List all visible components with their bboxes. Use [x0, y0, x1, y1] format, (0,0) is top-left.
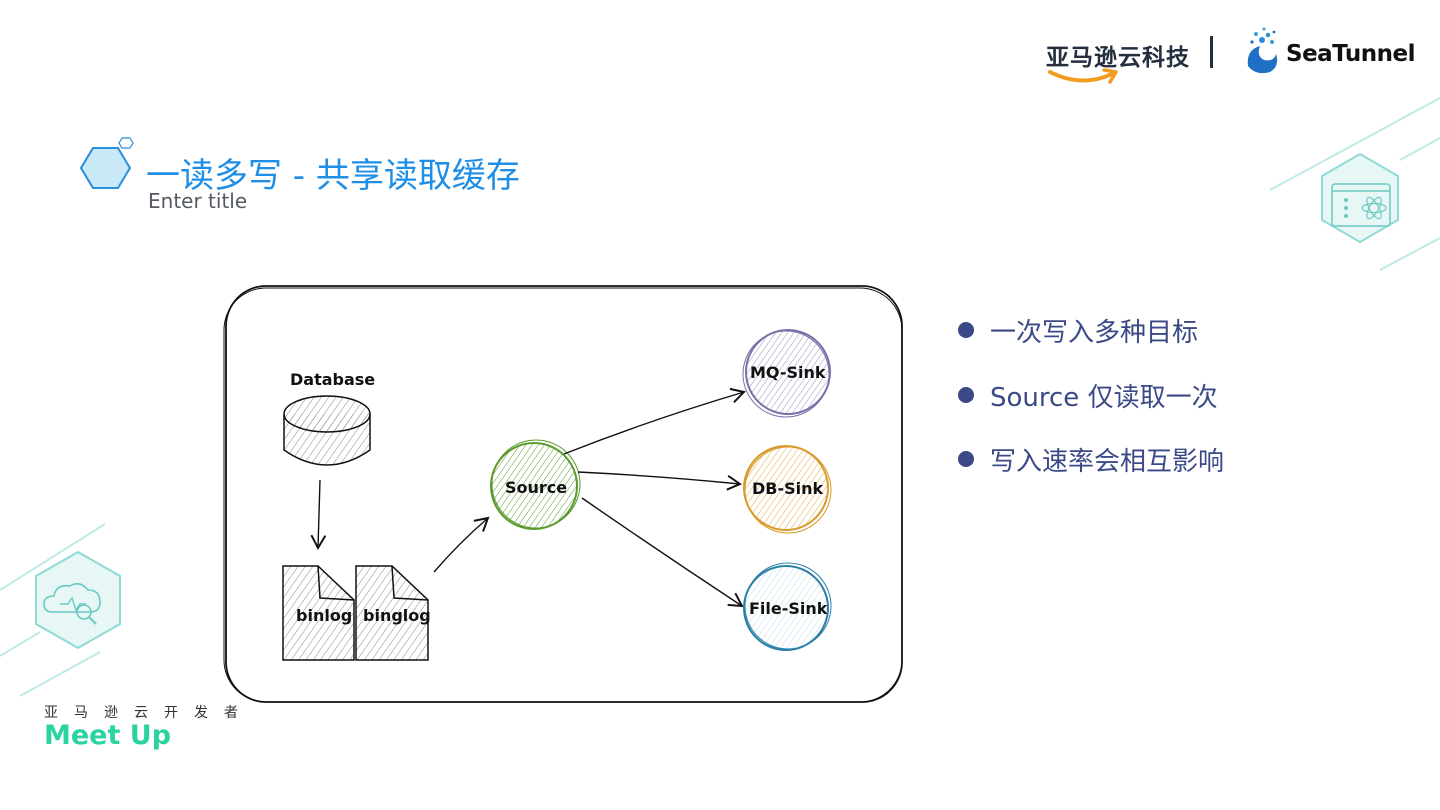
source-label: Source — [505, 478, 567, 497]
bullet-text: 一次写入多种目标 — [990, 318, 1199, 348]
footer-meetup-logo: Meet Up — [44, 720, 172, 751]
source-node — [490, 439, 581, 530]
mq-sink-label: MQ-Sink — [750, 363, 826, 382]
bullet-dot-icon — [958, 451, 974, 467]
bullet-dot-icon — [958, 387, 974, 403]
react-window-icon — [1331, 183, 1391, 227]
footer-org-name: 亚马逊云开发者 — [44, 705, 254, 721]
binlog-file-icon — [282, 565, 355, 661]
binlog-label: binlog — [296, 606, 352, 625]
amazon-cloud-logo: 亚马逊云科技 — [1046, 38, 1196, 90]
db-sink-label: DB-Sink — [752, 479, 824, 498]
seatunnel-logo-text: SeaTunnel — [1286, 41, 1415, 67]
hexagon-icon — [79, 137, 134, 189]
file-sink-label: File-Sink — [749, 599, 828, 618]
db-sink-node — [743, 445, 832, 534]
page-title: 一读多写 - 共享读取缓存 — [146, 156, 520, 196]
bullet-text: 写入速率会相互影响 — [990, 447, 1225, 477]
database-icon — [283, 395, 371, 466]
binglog-file-icon — [355, 565, 429, 661]
page-subtitle: Enter title — [148, 189, 248, 213]
seatunnel-logo: SeaTunnel — [1244, 26, 1419, 76]
cloud-monitor-icon — [43, 582, 101, 625]
logo-divider — [1210, 36, 1213, 68]
binglog-label: binglog — [363, 606, 431, 625]
bullet-text: Source 仅读取一次 — [990, 383, 1218, 413]
cloud-monitor-decoration — [0, 523, 121, 697]
architecture-diagram: Database binlog binglog Source MQ-Sink D… — [223, 285, 903, 703]
bullet-dot-icon — [958, 322, 974, 338]
file-sink-node — [743, 562, 832, 651]
database-label: Database — [290, 370, 375, 389]
seatunnel-splash-icon — [1247, 27, 1278, 74]
react-window-decoration — [1269, 97, 1440, 271]
amazon-logo-text: 亚马逊云科技 — [1046, 45, 1190, 71]
mq-sink-node — [742, 329, 831, 418]
amazon-smile-icon — [1048, 68, 1118, 84]
